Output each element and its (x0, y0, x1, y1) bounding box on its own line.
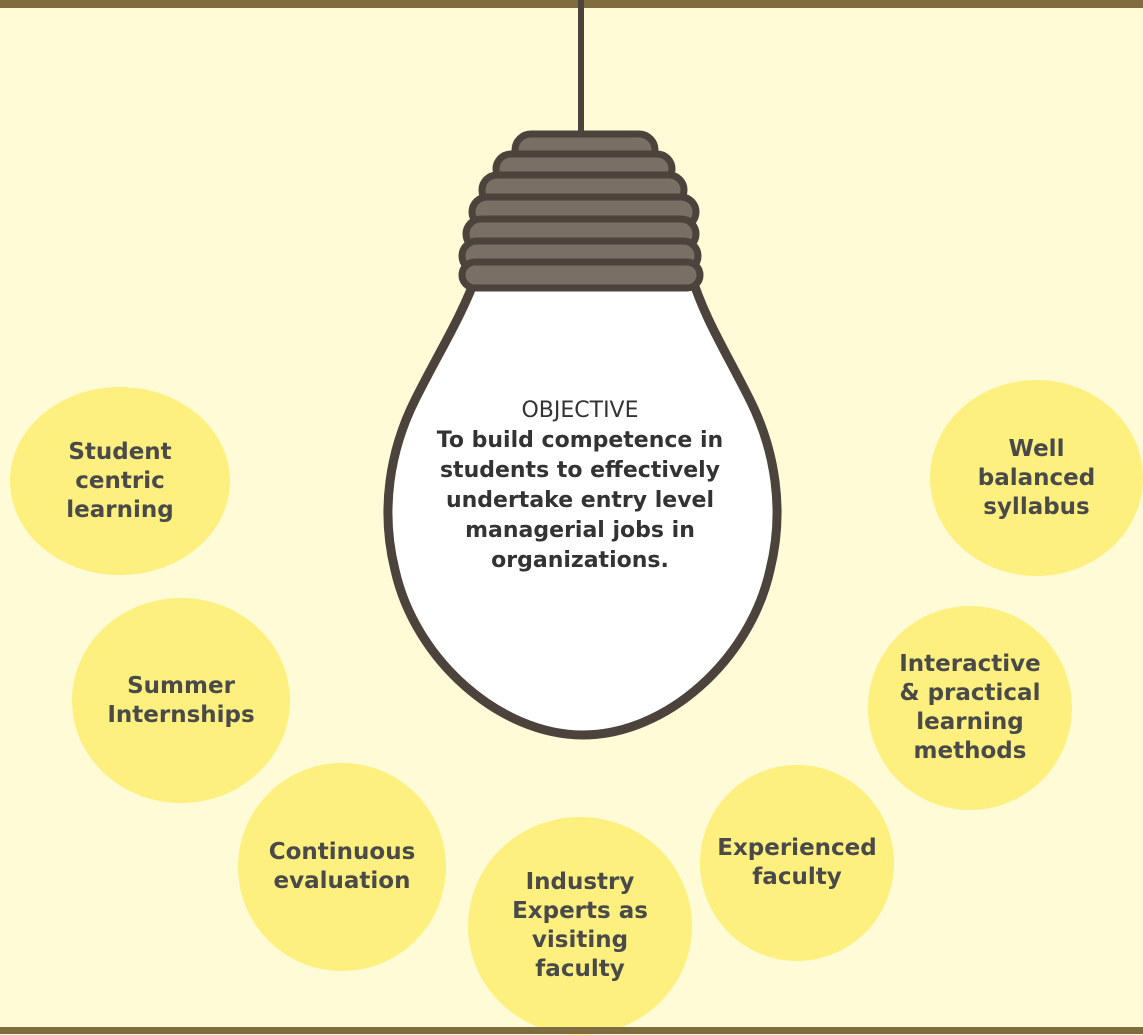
feature-label: Continuous evaluation (268, 839, 416, 894)
objective-text: OBJECTIVE To build competence in student… (405, 396, 755, 576)
feature-circle-balanced-syllabus: Well balanced syllabus (930, 380, 1143, 576)
objective-body: To build competence in students to effec… (436, 428, 724, 573)
feature-circle-continuous-evaluation: Continuous evaluation (238, 763, 446, 971)
feature-circle-industry-experts: Industry Experts as visiting faculty (468, 817, 692, 1035)
top-border (0, 0, 1143, 8)
feature-label: Summer Internships (107, 672, 255, 728)
feature-label: Student centric learning (66, 438, 174, 523)
bulb-glass (383, 267, 782, 740)
feature-label: Experienced faculty (717, 835, 877, 890)
feature-circle-summer-internships: Summer Internships (72, 598, 290, 803)
feature-label: Interactive & practical learning methods (899, 651, 1041, 764)
feature-circle-interactive-learning: Interactive & practical learning methods (868, 606, 1072, 810)
feature-circle-experienced-faculty: Experienced faculty (700, 765, 894, 961)
objective-heading: OBJECTIVE (521, 398, 639, 423)
feature-label: Industry Experts as visiting faculty (512, 869, 648, 982)
bottom-border (0, 1027, 1143, 1034)
feature-label: Well balanced syllabus (977, 435, 1096, 520)
feature-circle-student-centric: Student centric learning (10, 387, 230, 575)
bulb-socket (458, 130, 704, 292)
